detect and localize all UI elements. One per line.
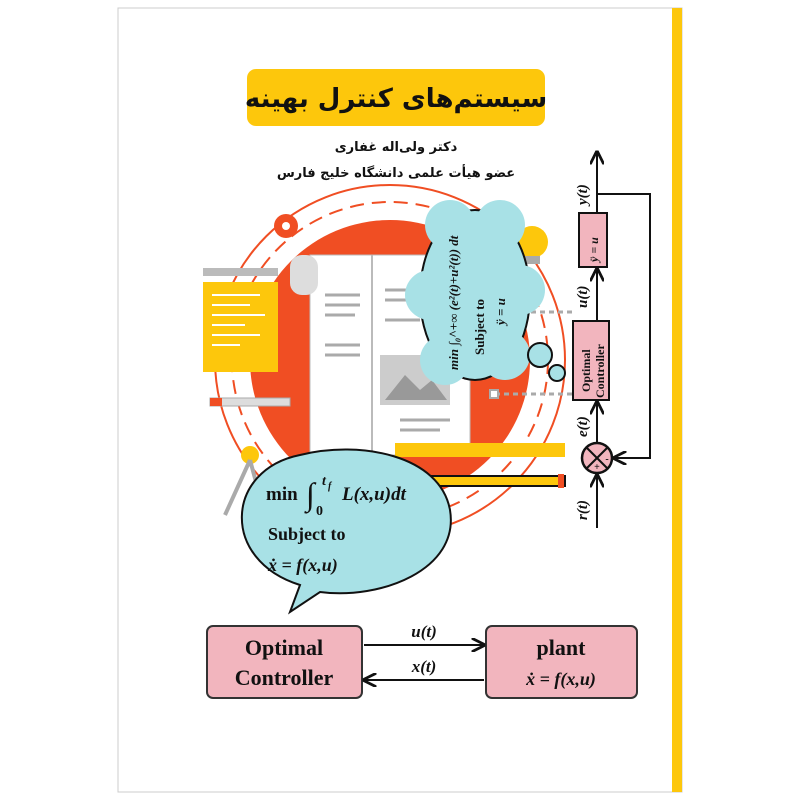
- thought-cloud: min ∫₀^+∞ (e²(t)+u²(t)) dt Subject to ÿ …: [405, 200, 566, 385]
- optimal-controller-block: [206, 625, 363, 699]
- book-title: سیستم‌های کنترل بهینه: [245, 84, 547, 114]
- controller-label-1: Optimal: [245, 635, 323, 660]
- side-plant-block: [578, 212, 608, 268]
- bubble-lower-limit: 0: [316, 504, 323, 519]
- bubble-constraint: ẋ = f(x,u): [267, 555, 338, 576]
- bubble-upper-limit: t: [322, 474, 327, 489]
- cloud-subject-to: Subject to: [472, 299, 487, 355]
- control-label: u(t): [575, 285, 591, 308]
- side-block-diagram: ÿ = u Optimal Controller + - y(t) u(t) e…: [572, 152, 651, 528]
- bubble-integrand: L(x,u)dt: [341, 484, 407, 505]
- bubble-min: min: [266, 484, 298, 505]
- ruler: [395, 443, 565, 457]
- minus-sign: -: [605, 454, 608, 465]
- bubble-integral: ∫: [304, 476, 317, 514]
- cylinder-shape: [290, 255, 318, 295]
- plus-sign: +: [594, 462, 600, 473]
- author-affiliation: عضو هیأت علمی دانشگاه خلیج فارس: [277, 164, 515, 181]
- speech-bubble: min ∫ 0 t f L(x,u)dt Subject to ẋ = f(x,…: [240, 448, 452, 615]
- plant-title: plant: [537, 635, 587, 660]
- lightbulb-icon: [516, 226, 548, 258]
- author-name: دکتر ولی‌اله غفاری: [335, 140, 458, 155]
- forward-signal-label: u(t): [411, 622, 437, 641]
- side-controller-label-2: Controller: [593, 344, 607, 398]
- title-banner: [247, 69, 545, 126]
- controller-label-2: Controller: [235, 665, 334, 690]
- cloud-objective: min ∫₀^+∞ (e²(t)+u²(t)) dt: [446, 235, 462, 370]
- reference-label: r(t): [575, 500, 591, 520]
- side-plant-label: ÿ = u: [587, 237, 601, 264]
- pencil: [429, 475, 566, 487]
- error-label: e(t): [575, 416, 591, 437]
- side-controller-label-1: Optimal: [579, 349, 593, 392]
- output-label: y(t): [575, 184, 591, 207]
- plant-equation: ẋ = f(x,u): [525, 669, 596, 690]
- spine-strip: [672, 8, 682, 792]
- feedback-signal-label: x(t): [411, 657, 437, 676]
- document-card: [203, 282, 278, 372]
- side-feedback-line: [597, 193, 651, 458]
- bubble-subject-to: Subject to: [268, 524, 346, 544]
- cloud-constraint: ÿ = u: [493, 298, 508, 327]
- plant-block: [485, 625, 638, 699]
- bottom-block-diagram: Optimal Controller plant ẋ = f(x,u) u(t)…: [206, 622, 638, 699]
- side-controller-block: [572, 320, 610, 401]
- bubble-upper-sub: f: [328, 481, 333, 492]
